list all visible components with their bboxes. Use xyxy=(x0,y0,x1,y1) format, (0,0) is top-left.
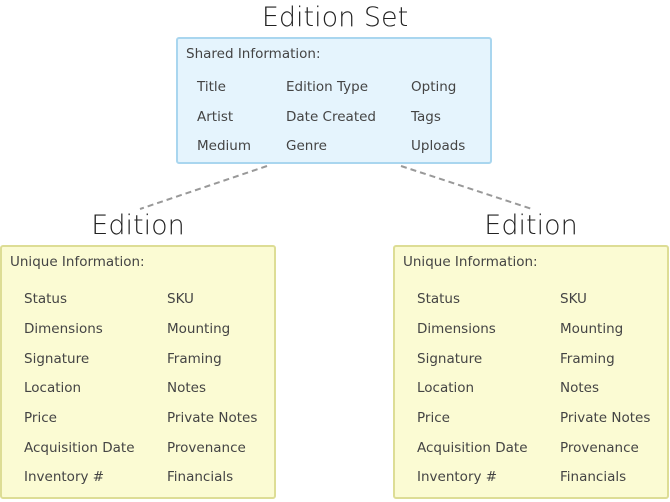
edition-title-right: Edition xyxy=(484,210,578,241)
unique-field: Location xyxy=(24,380,82,396)
unique-field: Price xyxy=(417,410,450,426)
unique-field: Financials xyxy=(167,469,234,485)
unique-field: Location xyxy=(417,380,475,396)
unique-field: Private Notes xyxy=(167,410,258,426)
unique-field: Notes xyxy=(560,380,599,396)
unique-field: Mounting xyxy=(560,321,624,337)
unique-field: Inventory # xyxy=(417,469,498,485)
shared-field: Opting xyxy=(411,79,457,95)
shared-field: Uploads xyxy=(411,138,466,154)
connector-left xyxy=(139,165,268,210)
shared-field: Medium xyxy=(197,138,251,154)
unique-information-heading: Unique Information: xyxy=(403,254,538,270)
unique-field: Acquisition Date xyxy=(417,440,528,456)
edition-set-title: Edition Set xyxy=(261,2,409,33)
unique-field: Private Notes xyxy=(560,410,651,426)
unique-field: Financials xyxy=(560,469,627,485)
shared-field: Date Created xyxy=(286,109,376,125)
unique-field: Inventory # xyxy=(24,469,105,485)
shared-field: Genre xyxy=(286,138,327,154)
unique-field: Provenance xyxy=(167,440,246,456)
unique-field: Notes xyxy=(167,380,206,396)
unique-field: Status xyxy=(24,291,68,307)
unique-field: Provenance xyxy=(560,440,639,456)
unique-information-box-left: Unique Information: Status SKU Dimension… xyxy=(0,245,276,499)
shared-information-heading: Shared Information: xyxy=(186,46,321,62)
shared-field: Tags xyxy=(411,109,441,125)
unique-information-box-right: Unique Information: Status SKU Dimension… xyxy=(393,245,669,499)
unique-field: Signature xyxy=(24,351,90,367)
unique-field: Dimensions xyxy=(417,321,496,337)
shared-field: Title xyxy=(197,79,226,95)
shared-information-box: Shared Information: Title Edition Type O… xyxy=(176,37,492,164)
unique-field: Status xyxy=(417,291,461,307)
unique-field: Signature xyxy=(417,351,483,367)
unique-field: Framing xyxy=(560,351,615,367)
unique-field: Framing xyxy=(167,351,222,367)
edition-title-left: Edition xyxy=(91,210,185,241)
unique-field: Price xyxy=(24,410,57,426)
shared-field: Edition Type xyxy=(286,79,369,95)
shared-field: Artist xyxy=(197,109,234,125)
unique-field: Acquisition Date xyxy=(24,440,135,456)
unique-field: SKU xyxy=(167,291,194,307)
unique-information-heading: Unique Information: xyxy=(10,254,145,270)
connector-right xyxy=(400,165,533,210)
unique-field: SKU xyxy=(560,291,587,307)
unique-field: Dimensions xyxy=(24,321,103,337)
unique-field: Mounting xyxy=(167,321,231,337)
